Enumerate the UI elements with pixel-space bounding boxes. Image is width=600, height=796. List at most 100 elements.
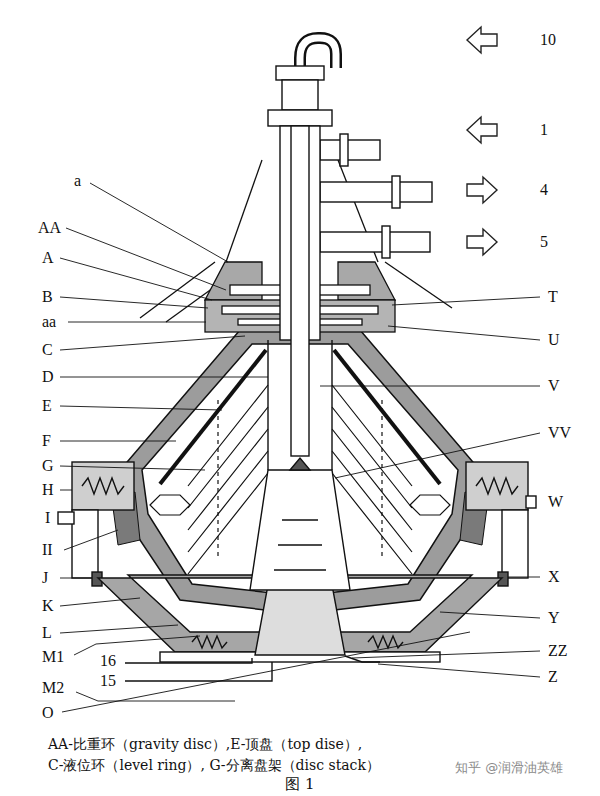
callout-letter: Y: [548, 609, 560, 627]
callout-letter: I: [45, 509, 50, 527]
housing-frame: [58, 512, 74, 524]
housing-frame: [72, 510, 98, 578]
callout-letter: a: [74, 172, 81, 190]
housing-frame: [526, 496, 536, 508]
leader-line: [60, 297, 208, 308]
note-text: AA-比重环（gravity disc）,E-顶盘（top dise）,: [48, 736, 362, 753]
outlet-head: [276, 66, 324, 80]
leader-line: [320, 386, 540, 387]
callout-letter: M2: [42, 679, 64, 697]
cover-line: [140, 262, 215, 318]
watermark: 知乎 @润滑油英雄: [455, 760, 563, 776]
leader-line: [388, 326, 540, 340]
callout-number: 5: [540, 233, 548, 251]
leader-line: [60, 406, 222, 410]
callout-letter: T: [548, 288, 558, 306]
callout-letter: II: [42, 541, 53, 559]
leader-line: [60, 441, 176, 442]
leader-line: [392, 297, 540, 305]
top-disc: [160, 350, 266, 484]
outlet-head: [268, 110, 332, 126]
callout-letter: E: [42, 397, 52, 415]
callout-letter: M1: [42, 648, 64, 666]
disc-stack: [410, 495, 450, 515]
outlet-head: [392, 176, 400, 208]
housing-frame: [466, 462, 528, 510]
top-disc: [268, 340, 332, 470]
top-disc: [160, 340, 440, 484]
callout-letter: K: [42, 597, 54, 615]
callout-letter: aa: [42, 313, 56, 331]
leader-line: [68, 322, 206, 323]
leader-line: [62, 632, 470, 712]
outlet-head: [282, 80, 318, 110]
flow-arrow: [467, 27, 497, 255]
housing-frame: [192, 636, 227, 648]
leader-line: [74, 636, 200, 655]
leader-line: [90, 183, 228, 262]
housing-frame: [58, 462, 536, 662]
callout-letter: X: [548, 568, 560, 586]
spindle: [290, 458, 310, 470]
outlet-head: [340, 134, 348, 166]
callout-letter: L: [42, 624, 52, 642]
callout-letter: AA: [38, 219, 61, 237]
outlet-head: [320, 232, 430, 252]
housing-frame: [502, 510, 528, 578]
callout-number: 15: [100, 672, 116, 690]
spindle: [250, 470, 350, 590]
leader-line: [335, 433, 540, 478]
callout-letter: ZZ: [548, 642, 568, 660]
outlet-head: [291, 126, 309, 456]
leader-line: [66, 228, 226, 290]
callout-letter: D: [42, 368, 54, 386]
outlet-head: [268, 66, 432, 456]
callout-letter: H: [42, 481, 54, 499]
outlet-head: [320, 182, 432, 202]
callout-letter: O: [42, 704, 54, 722]
leader-line: [64, 530, 118, 550]
service-line: [125, 658, 252, 663]
leader-line: [60, 377, 268, 378]
outlet-head: [320, 140, 380, 160]
callout-letter: Z: [548, 668, 558, 686]
leader-line: [60, 490, 72, 491]
flow-arrow: [467, 117, 497, 143]
spindle: [250, 458, 350, 655]
callout-letter: G: [42, 457, 54, 475]
callout-number: 1: [540, 121, 548, 139]
callout-letter: VV: [548, 424, 571, 442]
top-disc: [334, 350, 440, 484]
disc-stack: [150, 495, 190, 515]
leader-line: [60, 258, 212, 300]
leader-line: [60, 578, 92, 579]
housing-frame: [82, 478, 124, 494]
callout-letter: J: [42, 569, 48, 587]
callout-letter: W: [548, 493, 563, 511]
callout-number: 16: [100, 652, 116, 670]
callout-letter: U: [548, 331, 560, 349]
flow-arrow: [467, 229, 497, 255]
callout-letter: C: [42, 341, 53, 359]
callout-letter: F: [42, 432, 51, 450]
leader-line: [60, 183, 540, 712]
flow-arrow: [467, 27, 497, 53]
housing-frame: [476, 478, 518, 494]
figure-caption: 图 1: [285, 775, 314, 793]
service-line: [125, 656, 380, 681]
leader-line: [378, 664, 540, 677]
leader-line: [60, 598, 140, 606]
leader-line: [60, 466, 205, 470]
leader-line: [60, 336, 245, 350]
leader-line: [440, 612, 540, 618]
service-line: [125, 662, 272, 681]
callout-letter: A: [42, 249, 54, 267]
spindle: [274, 520, 326, 570]
leader-line: [352, 651, 540, 658]
callout-number: 4: [540, 181, 548, 199]
outlet-head: [382, 226, 390, 258]
housing-frame: [72, 462, 134, 510]
